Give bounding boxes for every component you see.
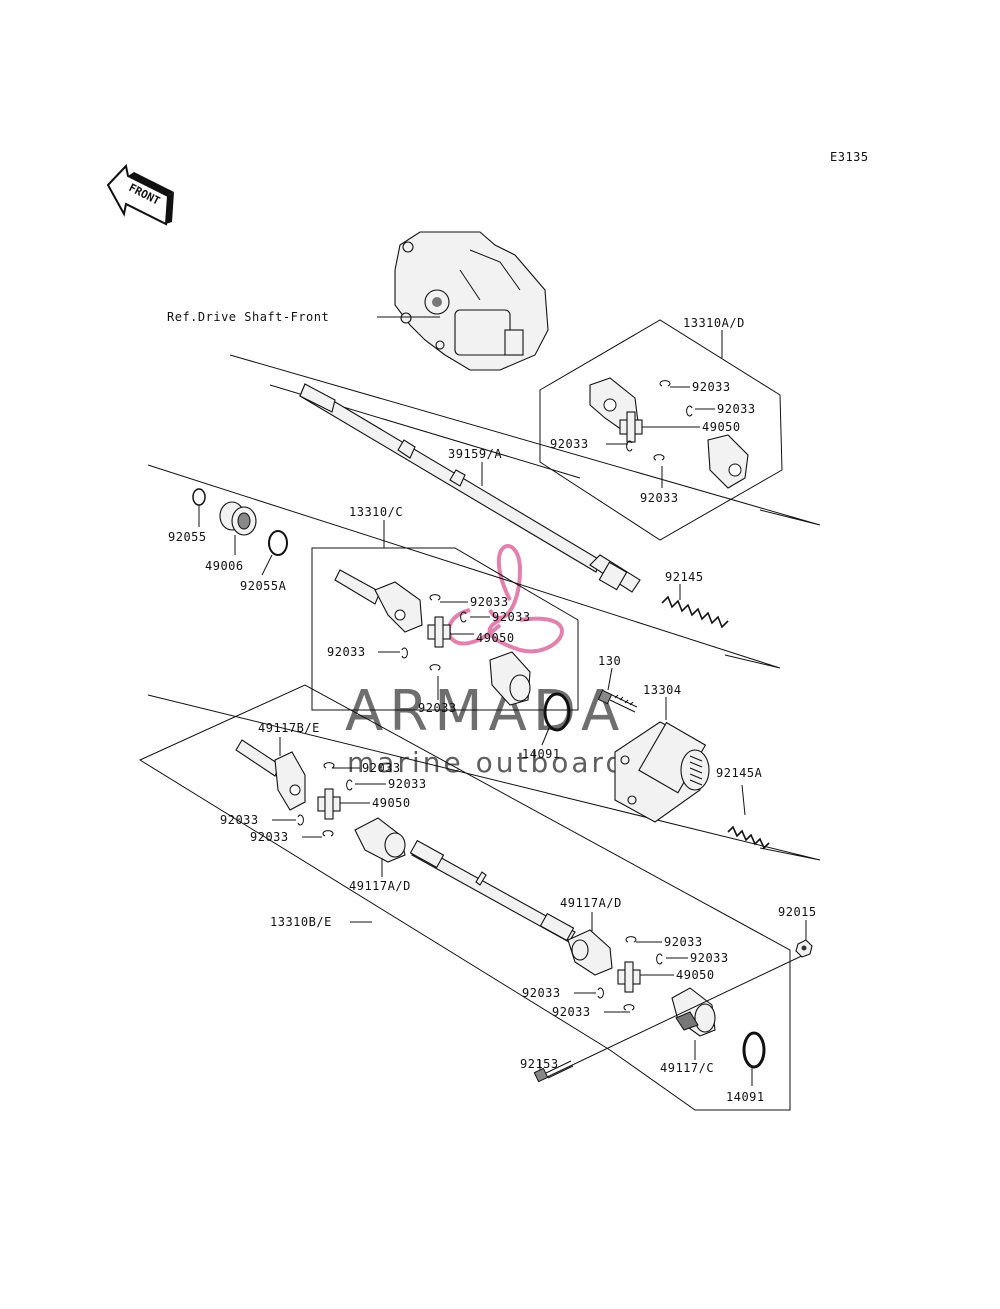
label-39159a: 39159/A [448,447,502,461]
label-13310c: 13310/C [349,505,403,519]
circlip-middle-d [429,664,441,671]
yoke-lower-3 [567,929,613,976]
final-gear-case [394,231,549,371]
label-92055a: 92055A [240,579,287,593]
yoke-tube-lower [235,739,306,811]
circlip-middle-c [401,647,408,659]
drive-shaft [299,383,641,593]
yoke-middle-2 [489,651,531,706]
label-92145: 92145 [665,570,704,584]
label-92033-h: 92033 [418,701,457,715]
armada-watermark: ARMADA marine outboards [345,544,644,779]
yoke-tube-middle [334,569,423,633]
label-49050-b: 49050 [476,631,515,645]
label-13310be: 13310B/E [270,915,332,929]
yoke-top-2 [707,434,749,489]
label-92055: 92055 [168,530,207,544]
front-arrow-icon: FRONT [106,163,174,226]
nut-92015 [795,939,813,958]
label-92033-b: 92033 [717,402,756,416]
label-14091-b: 14091 [726,1090,765,1104]
seal-49006 [219,501,257,536]
oring-92055a [268,530,288,556]
label-92033-d: 92033 [640,491,679,505]
label-49050-a: 49050 [702,420,741,434]
label-92033-e: 92033 [470,595,509,609]
spider-lower [317,788,341,820]
label-49006: 49006 [205,559,244,573]
label-92033-i: 92033 [362,761,401,775]
bolt-130 [597,689,638,713]
spider-lower-2 [617,961,641,993]
label-92033-a: 92033 [692,380,731,394]
label-92033-o: 92033 [522,986,561,1000]
circlip-lower-a [323,762,335,769]
circlip-lower-e [625,936,637,943]
label-13304: 13304 [643,683,682,697]
label-92033-l: 92033 [250,830,289,844]
label-49117ad-1: 49117A/D [349,879,411,893]
washer-14091-a [543,692,571,732]
label-13310ad: 13310A/D [683,316,745,330]
label-92015: 92015 [778,905,817,919]
label-92033-m: 92033 [664,935,703,949]
group-box-13310c [311,547,579,711]
label-49117ad-2: 49117A/D [560,896,622,910]
label-92033-g: 92033 [327,645,366,659]
circlip-lower-d [322,830,334,837]
label-92153: 92153 [520,1057,559,1071]
reference-label: Ref.Drive Shaft-Front [167,310,329,324]
circlip-lower-h [623,1004,635,1011]
circlip-lower-c [297,814,304,826]
propeller-shaft [409,839,576,943]
oring-92055 [192,488,206,506]
group-box-13310ad [539,319,783,541]
label-49117c: 49117/C [660,1061,714,1075]
label-130: 130 [598,654,621,668]
label-49117be: 49117B/E [258,721,320,735]
circlip-lower-g [597,987,604,999]
label-14091-a: 14091 [522,747,561,761]
diagram-code: E3135 [830,150,869,164]
washer-14091-b [742,1031,766,1069]
yoke-49117c [671,987,716,1037]
spring-92145 [661,595,729,629]
spider-middle [427,616,451,648]
label-49050-d: 49050 [676,968,715,982]
label-92033-j: 92033 [388,777,427,791]
label-92033-p: 92033 [552,1005,591,1019]
circlip-middle-a [429,594,441,601]
propeller-logo-icon [446,544,564,654]
spring-92145a [727,825,770,850]
circlip-lower-f [656,953,663,965]
label-49050-c: 49050 [372,796,411,810]
label-92033-n: 92033 [690,951,729,965]
label-92033-c: 92033 [550,437,589,451]
circlips-top [626,380,693,461]
label-92033-k: 92033 [220,813,259,827]
yoke-top [589,377,639,431]
watermark-tagline: marine outboards [347,746,644,779]
bolt-92153 [533,1060,574,1083]
circlip-lower-b [346,779,353,791]
label-92145a: 92145A [716,766,763,780]
watermark-brand: ARMADA [345,679,625,744]
label-92033-f: 92033 [492,610,531,624]
bearing-housing-13304 [614,721,710,823]
yoke-lower-2 [354,817,406,863]
circlip-middle-b [460,611,467,623]
